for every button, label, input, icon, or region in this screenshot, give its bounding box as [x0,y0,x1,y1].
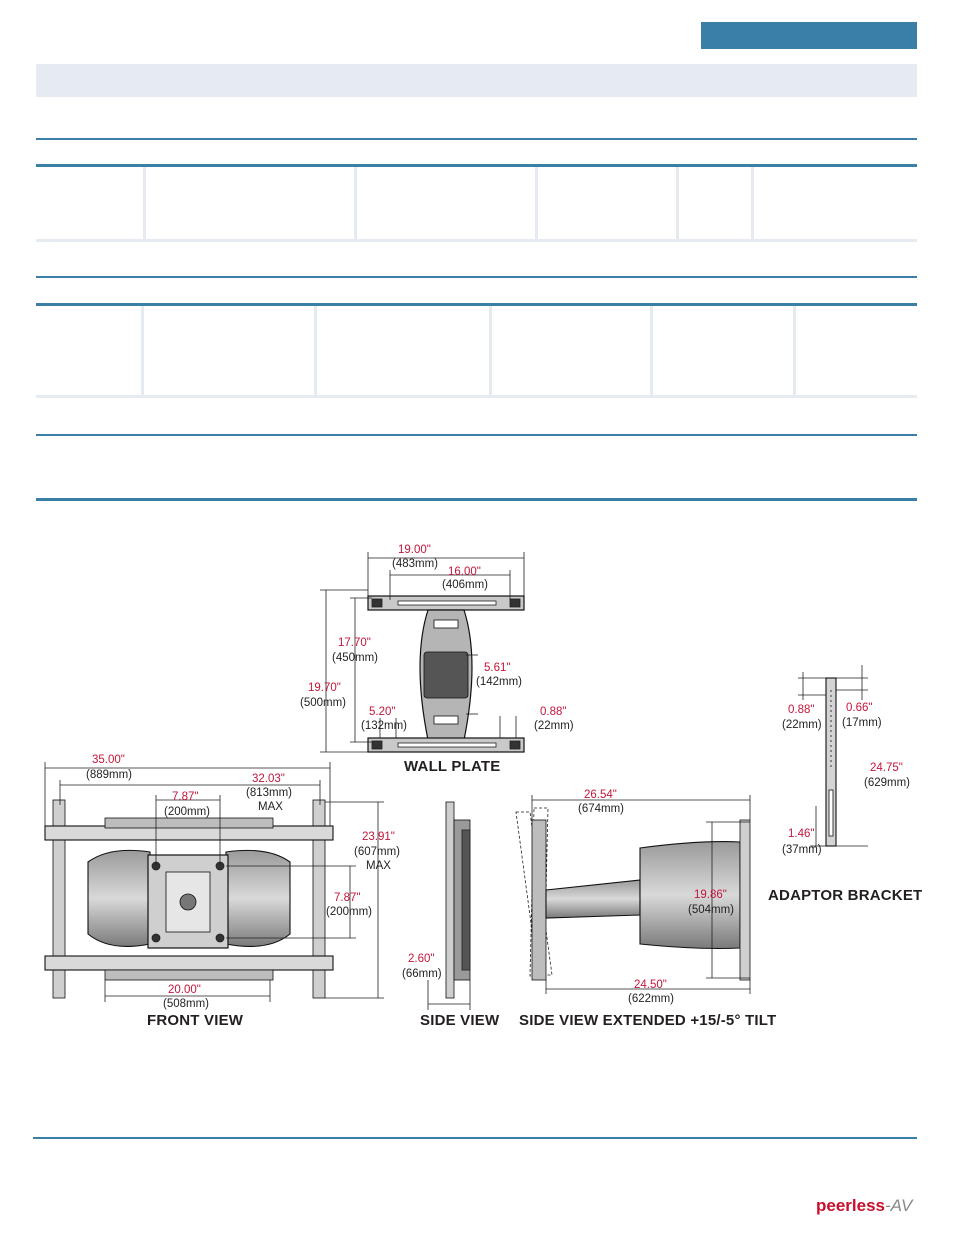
ab-top2-mm: (17mm) [842,717,882,729]
fv-max-w-in: 32.03" [252,773,285,785]
section-rule [36,498,917,501]
table-top-rule [36,303,917,306]
section-rule [36,434,917,436]
title-band [36,64,917,97]
wp-center-mm: (142mm) [476,676,522,688]
wall-plate-label: WALL PLATE [404,758,500,775]
peerless-av-logo: peerless-AV [816,1196,912,1216]
table-divider [751,167,754,240]
ab-len-mm: (629mm) [864,777,910,789]
wp-inner-in: 16.00" [448,566,481,578]
table-divider [535,167,538,240]
side-view-drawing [445,801,471,999]
table-divider [314,306,317,396]
sv-depth-in: 2.60" [408,953,434,965]
wp-center-in: 5.61" [484,662,510,674]
table-top-rule [36,164,917,167]
wp-inner-h-mm: (450mm) [332,652,378,664]
wp-height-in: 19.70" [308,682,341,694]
adaptor-bracket-drawing [825,677,837,847]
section-rule [36,138,917,140]
se-height-in: 19.86" [694,889,727,901]
wp-height-mm: (500mm) [300,697,346,709]
header-tab [701,22,917,49]
side-view-extended-drawing [515,807,751,981]
dimension-drawing: 19.00" (483mm) 16.00" (406mm) 17.70" (45… [44,544,922,1029]
fv-width-in: 35.00" [92,754,125,766]
side-view-label: SIDE VIEW [420,1012,500,1029]
table-divider [141,306,144,396]
fv-max-h-in: 23.91" [362,831,395,843]
fv-max-h-mm: (607mm) [354,846,400,858]
table-divider [489,306,492,396]
wp-width-mm: (483mm) [392,558,438,570]
wp-width-in: 19.00" [398,544,431,556]
sv-depth-mm: (66mm) [402,968,442,980]
wp-inner-h-in: 17.70" [338,637,371,649]
front-view-drawing [44,799,334,999]
wp-edge-in: 0.88" [540,706,566,718]
fv-base-mm: (508mm) [163,998,209,1010]
section-rule [36,276,917,278]
wp-low-mm: (132mm) [361,720,407,732]
table-divider [650,306,653,396]
fv-max-h-max: MAX [366,860,391,872]
table-divider [143,167,146,240]
ab-low-in: 1.46" [788,828,814,840]
wp-inner-mm: (406mm) [442,579,488,591]
ab-top2-in: 0.66" [846,702,872,714]
fv-vhole-in: 7.87" [334,892,360,904]
footer-rule [33,1137,917,1139]
ab-low-mm: (37mm) [782,844,822,856]
table-divider [793,306,796,396]
table-bottom-rule [36,395,917,398]
se-ext-in: 26.54" [584,789,617,801]
table-divider [354,167,357,240]
se-base-in: 24.50" [634,979,667,991]
se-ext-mm: (674mm) [578,803,624,815]
se-base-mm: (622mm) [628,993,674,1005]
fv-width-mm: (889mm) [86,769,132,781]
side-view-extended-label: SIDE VIEW EXTENDED +15/-5° TILT [519,1012,776,1029]
fv-hole-mm: (200mm) [164,806,210,818]
fv-max-w-max: MAX [258,801,283,813]
fv-base-in: 20.00" [168,984,201,996]
wall-plate-drawing [367,595,525,753]
front-view-label: FRONT VIEW [147,1012,244,1029]
wp-low-in: 5.20" [369,706,395,718]
fv-max-w-mm: (813mm) [246,787,292,799]
logo-suffix: -AV [885,1196,913,1215]
logo-brand: peerless [816,1196,885,1215]
ab-top-in: 0.88" [788,704,814,716]
adaptor-bracket-label: ADAPTOR BRACKET [768,887,922,904]
ab-top-mm: (22mm) [782,719,822,731]
fv-hole-in: 7.87" [172,791,198,803]
fv-vhole-mm: (200mm) [326,906,372,918]
table-bottom-rule [36,239,917,242]
se-height-mm: (504mm) [688,904,734,916]
ab-len-in: 24.75" [870,762,903,774]
wp-edge-mm: (22mm) [534,720,574,732]
table-divider [676,167,679,240]
